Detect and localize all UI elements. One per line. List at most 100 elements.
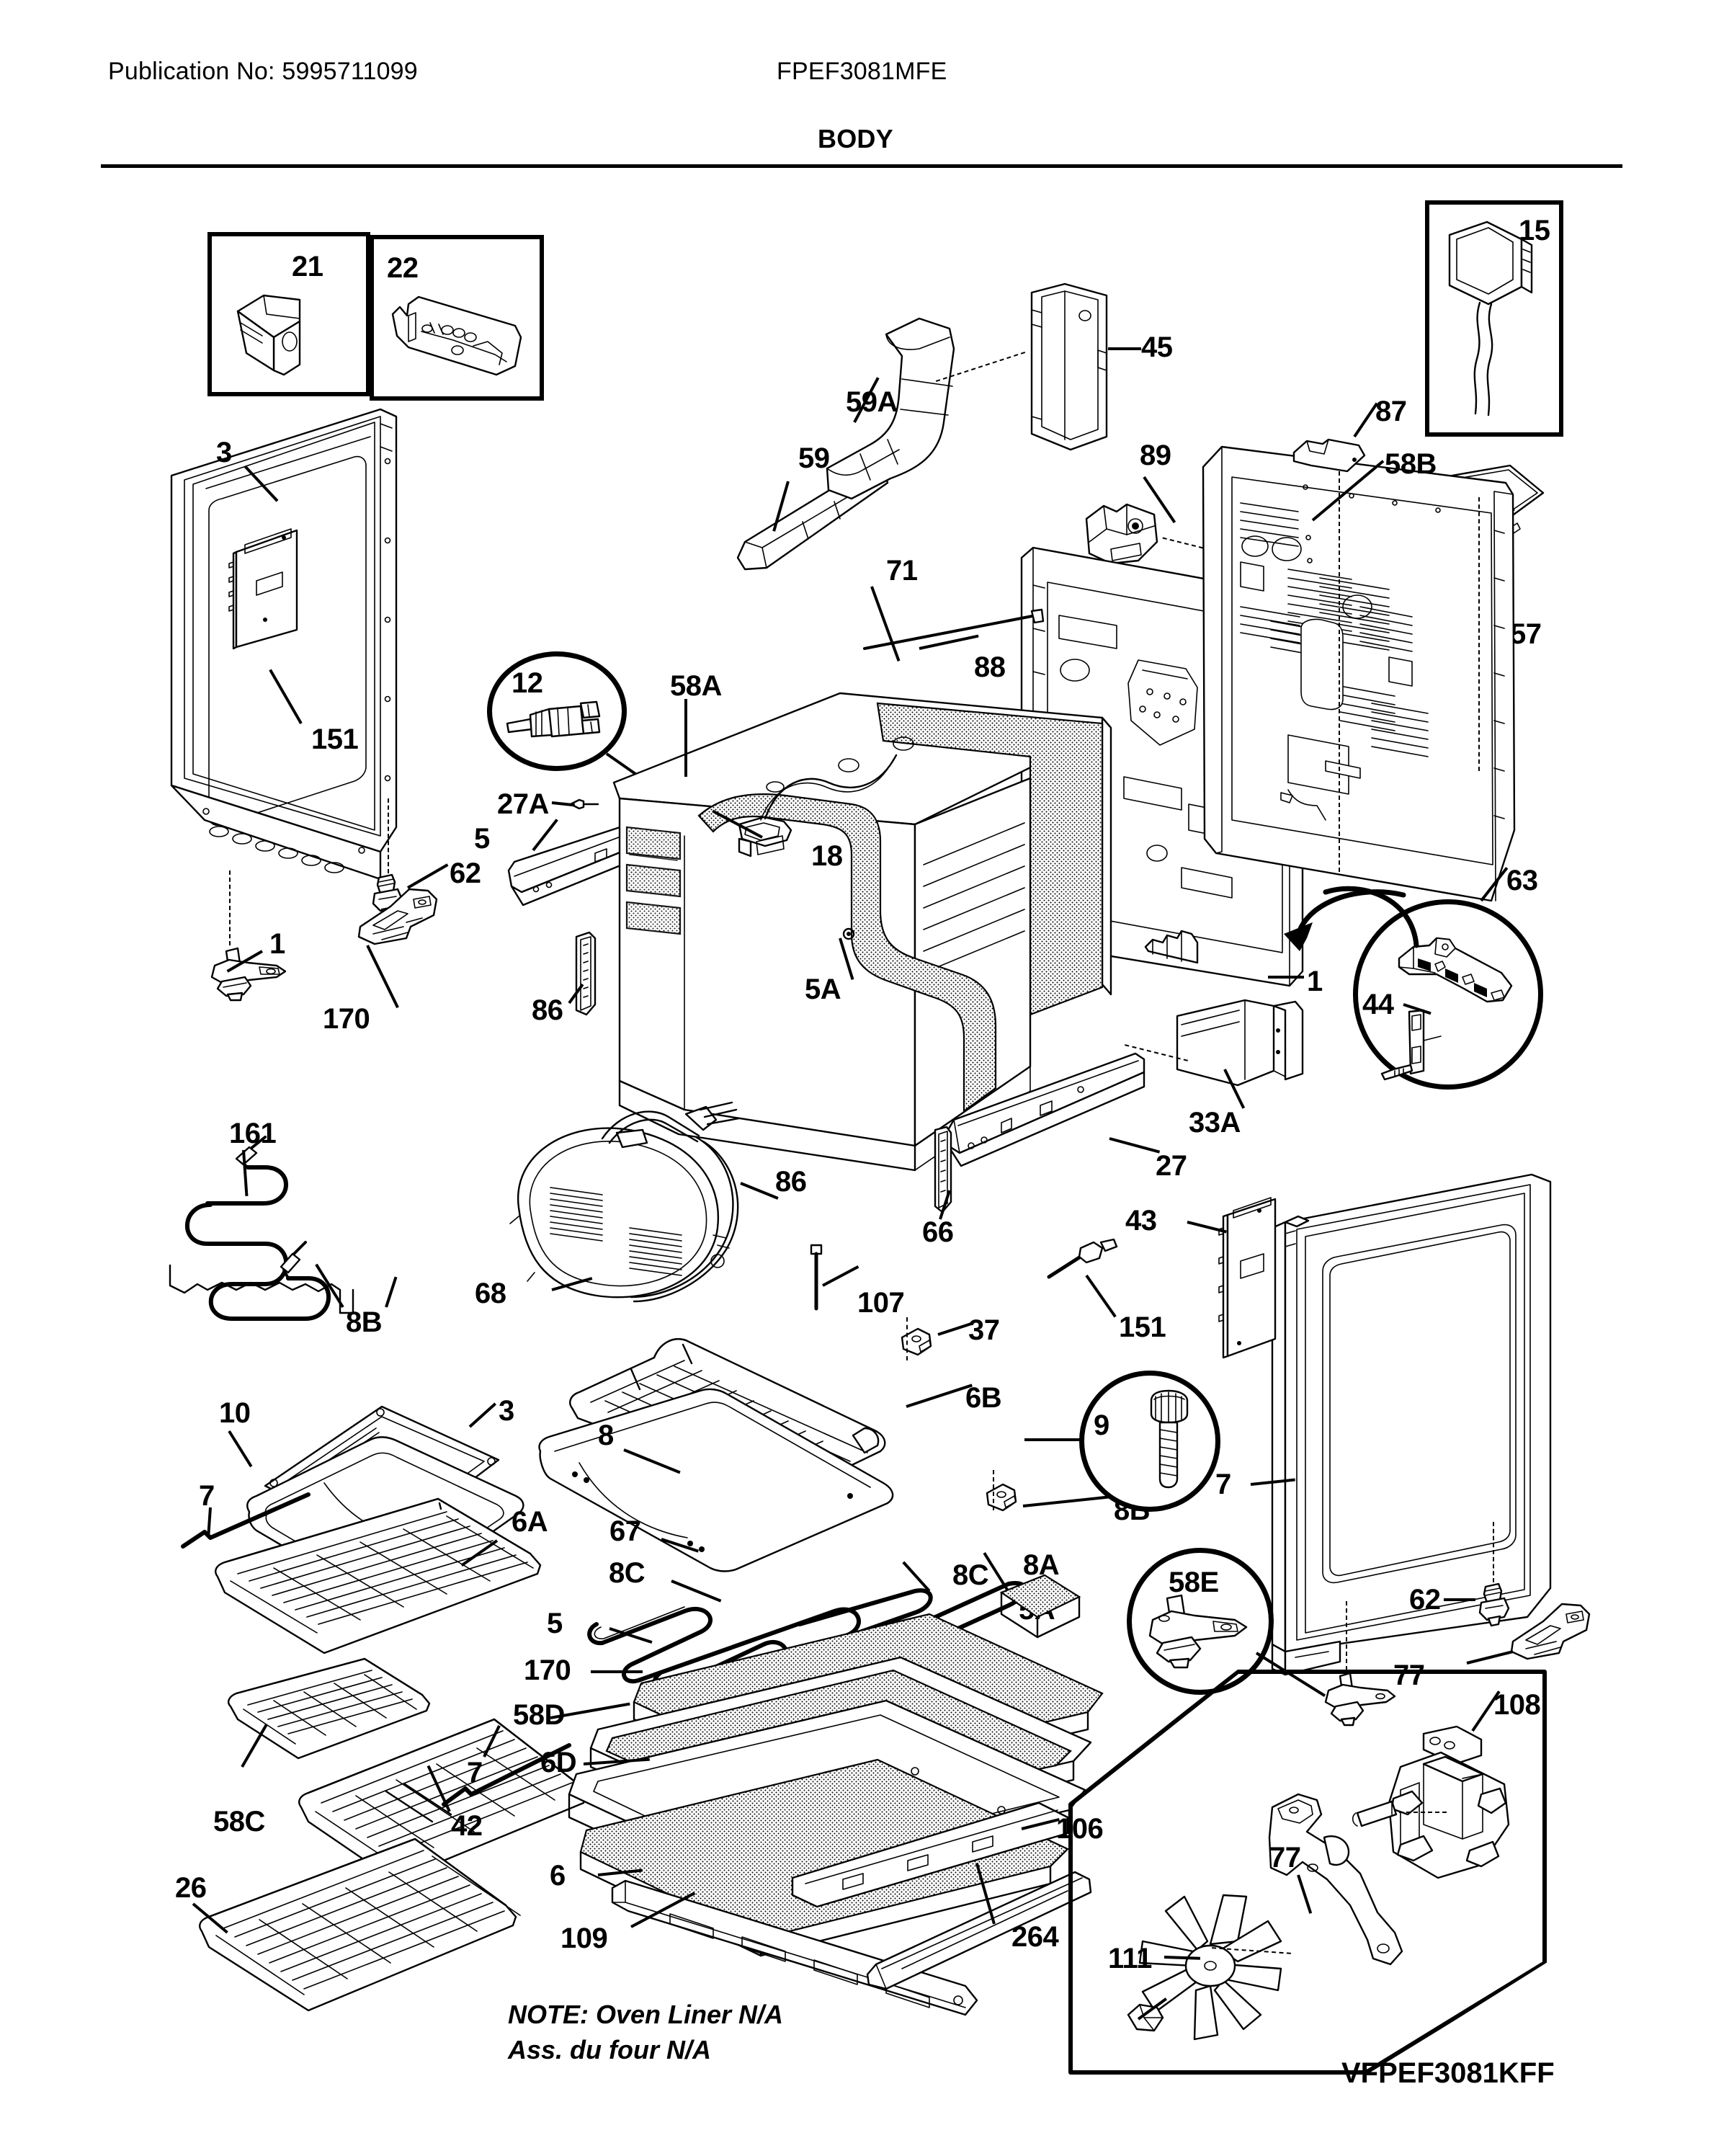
trim-strip-86-left xyxy=(571,930,602,1023)
callout-62: 63 xyxy=(1506,865,1538,896)
dash-8B-lower xyxy=(993,1470,994,1510)
callout-8: 8 xyxy=(598,1420,614,1451)
insulation-58E xyxy=(994,1571,1088,1650)
hinge-receiver-89 xyxy=(1079,497,1166,572)
callout-106: 77 xyxy=(1269,1842,1301,1874)
callout-44-lower: 5A xyxy=(805,974,841,1005)
callout-151-left: 151 xyxy=(311,723,359,755)
note-text: NOTE: Oven Liner N/A Ass. du four N/A xyxy=(508,2000,784,2064)
dash-8B-upper xyxy=(906,1317,908,1360)
callout-12: 12 xyxy=(512,667,543,699)
fan-nut-111 xyxy=(1122,1997,1173,2041)
callout-5-left: 62 xyxy=(450,858,481,889)
model-number: FPEF3081MFE xyxy=(777,58,947,85)
left-side-panel-3 xyxy=(164,404,481,944)
callout-6: 26 xyxy=(175,1872,207,1904)
callout-44-upper: 27A xyxy=(497,788,549,820)
callout-58: 6D xyxy=(540,1747,577,1778)
callout-1: 1 xyxy=(1307,966,1323,997)
callout-18: 18 xyxy=(811,840,843,872)
dash-motor xyxy=(1399,1812,1447,1813)
callout-77-right: 264 xyxy=(1011,1921,1059,1953)
callout-7-upper: 7 xyxy=(199,1480,215,1512)
callout-10: 3 xyxy=(499,1395,514,1427)
callout-59: 59 xyxy=(798,442,830,474)
callout-58A: 58A xyxy=(670,670,722,702)
dash-5-left xyxy=(388,798,389,873)
inset-box-22 xyxy=(370,235,544,401)
thumb-screw-43 xyxy=(1141,1389,1199,1492)
callout-151-right: 43 xyxy=(1125,1205,1157,1237)
rotate-arrow-icon xyxy=(1275,876,1448,963)
leader-1 xyxy=(1268,976,1304,979)
inset-box-21 xyxy=(207,232,370,396)
callout-58B: 71 xyxy=(886,555,918,587)
rail-27 xyxy=(942,1035,1158,1179)
callout-109: 111 xyxy=(1108,1943,1152,1974)
leader-45 xyxy=(1108,347,1141,350)
bracket-part-22 xyxy=(387,285,525,383)
callout-5A-right: 58E xyxy=(1169,1567,1219,1598)
callout-63: 44 xyxy=(1362,989,1394,1020)
oven-rack-6A xyxy=(209,1497,591,1686)
oven-cavity xyxy=(598,649,1225,1196)
back-panel-71 xyxy=(1196,425,1542,937)
bubble-43 xyxy=(1079,1371,1220,1512)
leader-43-bubble xyxy=(1024,1438,1082,1441)
clip-8B-upper xyxy=(896,1322,939,1365)
leader-43-upper xyxy=(822,1265,859,1287)
side-bracket-33A xyxy=(1173,999,1317,1114)
sensor-part-15 xyxy=(1447,218,1540,424)
callout-77-left: 6 xyxy=(550,1860,566,1892)
hinge-bracket-170-left xyxy=(353,885,447,951)
callout-27A: 5 xyxy=(474,823,490,855)
dash-87 xyxy=(1339,471,1340,872)
callout-68: 8B xyxy=(346,1306,383,1338)
leader-6B xyxy=(906,1384,973,1408)
leveling-leg-5-right xyxy=(1473,1582,1516,1629)
callout-89: 89 xyxy=(1140,440,1171,471)
callout-9: 10 xyxy=(219,1397,251,1429)
callout-8C-right: 8C xyxy=(952,1559,989,1591)
vent-duct-45 xyxy=(1026,281,1117,463)
dash-5-right xyxy=(1493,1522,1494,1582)
callout-161: 86 xyxy=(775,1166,807,1198)
fan-blade-109 xyxy=(1133,1875,1298,2048)
callout-26: 106 xyxy=(1056,1813,1104,1845)
callout-170-right: 77 xyxy=(1393,1660,1425,1691)
right-side-panel-3 xyxy=(1254,1153,1571,1701)
leader-8B-lower xyxy=(1022,1495,1112,1507)
callout-264: 109 xyxy=(560,1923,608,1954)
leader-5-right xyxy=(1444,1598,1475,1601)
callout-107: 68 xyxy=(475,1278,506,1309)
callout-67: 67 xyxy=(609,1515,641,1547)
leader-58C xyxy=(591,1670,643,1673)
callout-33A: 33A xyxy=(1189,1107,1241,1139)
inset-shape-motor xyxy=(1068,1667,1547,2077)
mounting-bracket-151-right xyxy=(1213,1195,1292,1368)
callout-87: 87 xyxy=(1375,396,1407,427)
switch-part-12 xyxy=(504,700,612,747)
motor-bracket-106 xyxy=(1268,1791,1412,1979)
callout-15: 15 xyxy=(1519,215,1550,246)
callout-86-center: 66 xyxy=(922,1216,954,1248)
small-rack-6D xyxy=(223,1657,454,1794)
dash-5A-right xyxy=(1346,1601,1347,1670)
callout-43-upper: 107 xyxy=(857,1287,905,1319)
terminal-block-62 xyxy=(1395,932,1524,1019)
callout-88: 88 xyxy=(974,651,1006,683)
callout-6B: 6B xyxy=(965,1382,1002,1414)
callout-21: 21 xyxy=(292,251,323,282)
rail-trim-77-right xyxy=(859,1859,1104,2003)
clip-8B-lower xyxy=(981,1477,1024,1520)
bubble-62 xyxy=(1353,899,1543,1090)
header-divider xyxy=(101,164,1622,168)
dash-57 xyxy=(1478,497,1480,771)
insulation-stack xyxy=(555,1613,1131,1957)
inset-box-15 xyxy=(1425,200,1563,437)
callout-57: 57 xyxy=(1510,618,1542,650)
callout-27: 27 xyxy=(1156,1150,1187,1182)
rack-guide-7-lower xyxy=(439,1741,576,1813)
callout-3-right: 7 xyxy=(1215,1469,1231,1500)
